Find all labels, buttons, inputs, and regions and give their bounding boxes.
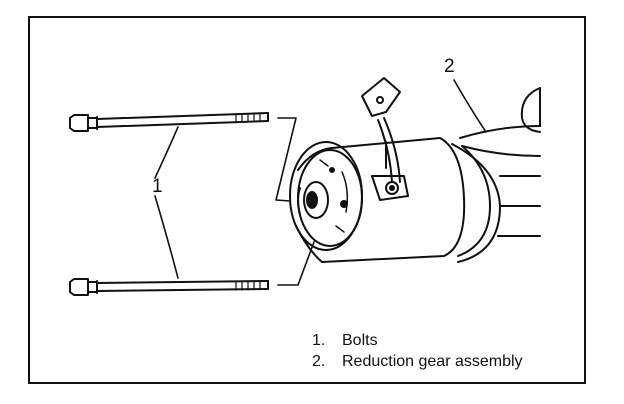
legend-item: 1. Bolts [312,330,523,351]
gear-callout-number: 2 [444,56,455,77]
gear-leader-line [453,79,487,133]
legend-item: 2. Reduction gear assembly [312,351,523,372]
starter-motor-icon [289,77,466,263]
upper-bolt-icon [69,112,269,132]
legend-item-number: 2. [312,353,326,370]
legend-item-label: Reduction gear assembly [342,353,523,370]
figure-frame [28,16,586,384]
legend-item-label: Bolts [342,332,378,349]
reduction-gear-icon [451,87,541,263]
bolts-callout-number: 1 [152,176,163,197]
bolts-leader-lines [154,117,315,286]
legend-item-number: 1. [312,332,326,349]
lower-bolt-icon [69,278,269,296]
legend: 1. Bolts 2. Reduction gear assembly [312,330,523,372]
